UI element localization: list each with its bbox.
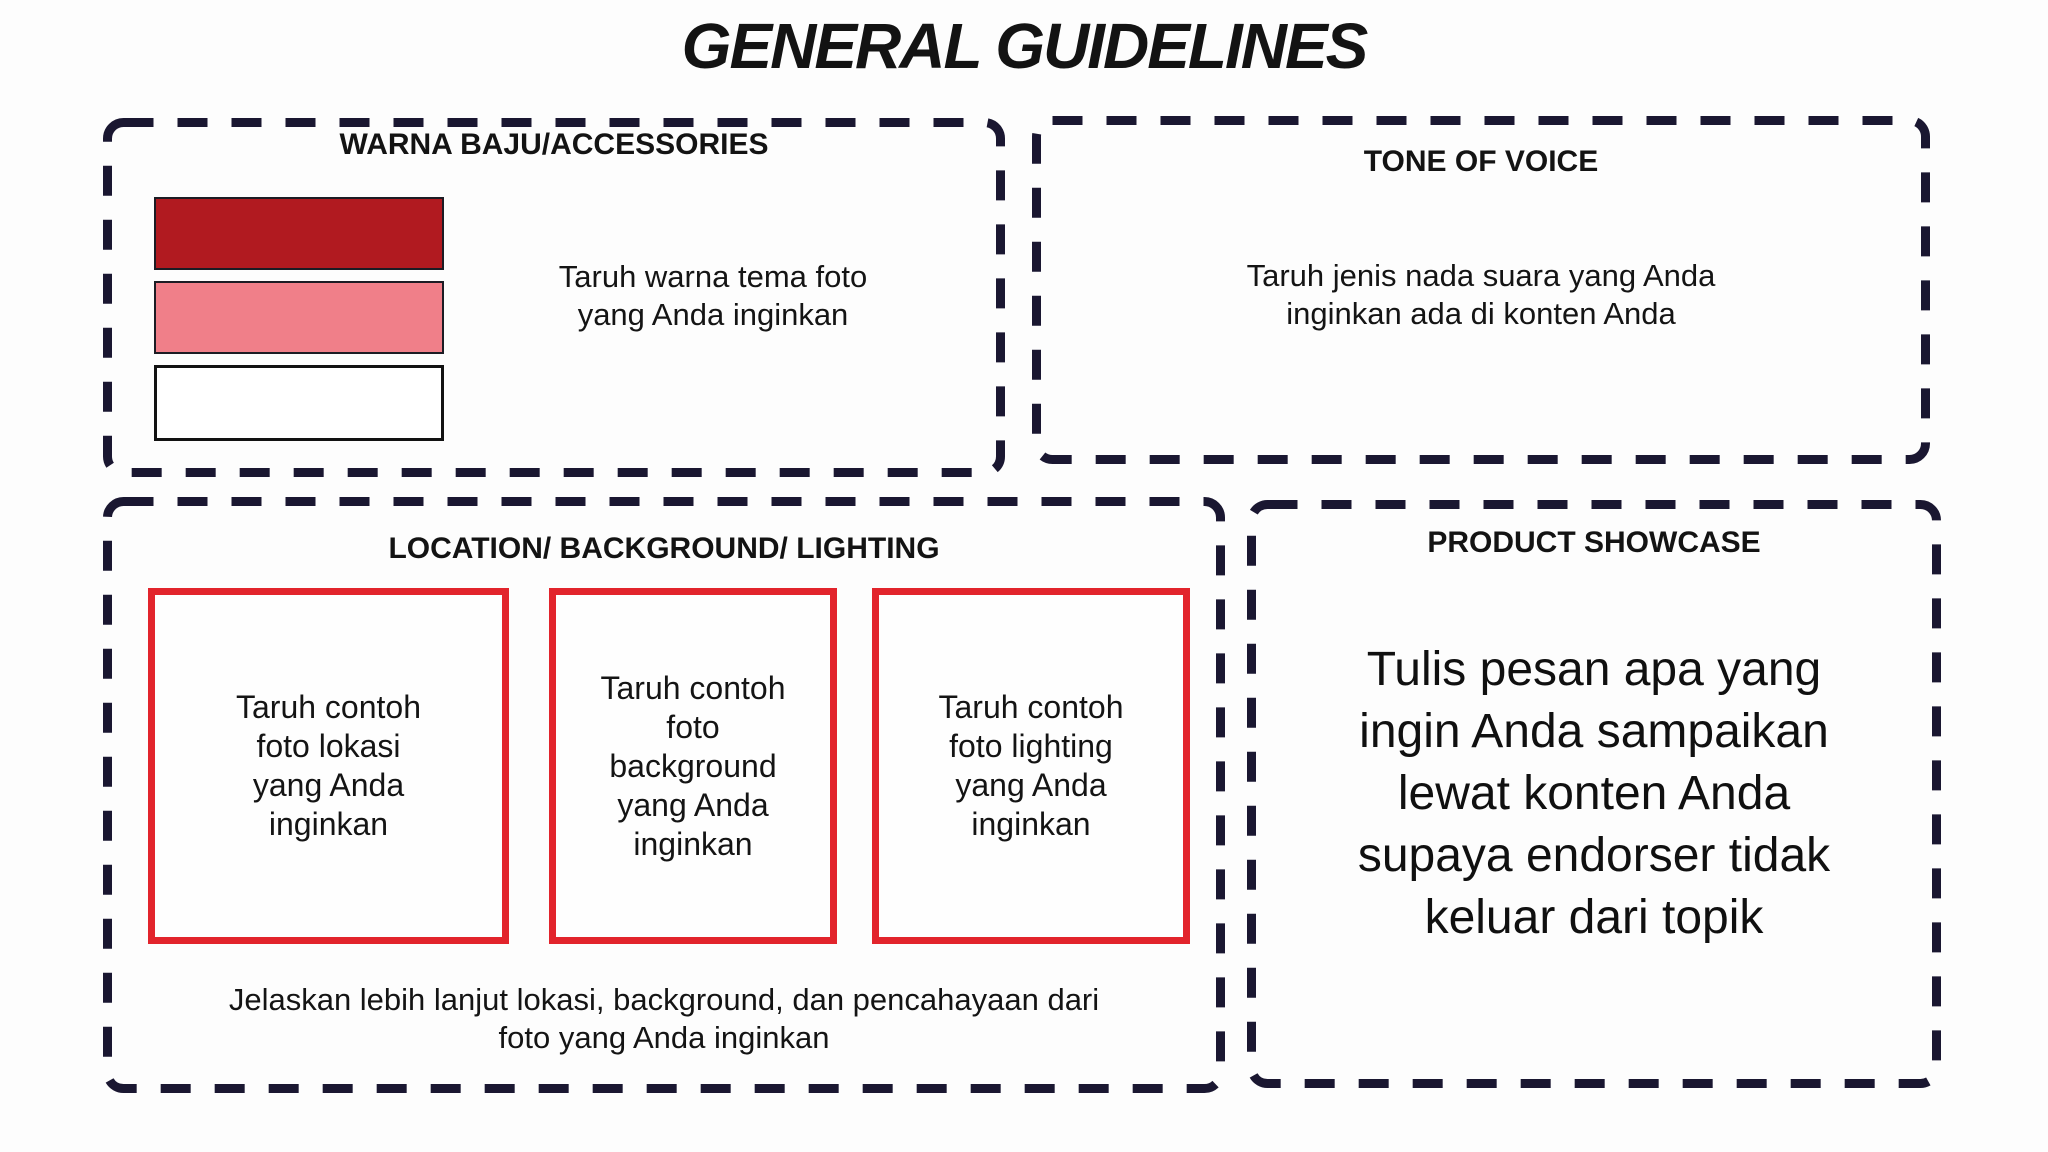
photo-placeholder-background: Taruh contoh foto background yang Anda i…: [549, 588, 837, 944]
panel-tone-title: TONE OF VOICE: [1363, 145, 1599, 178]
panel-warna-baju: WARNA BAJU/ACCESSORIES Taruh warna tema …: [103, 118, 1005, 477]
photo-placeholder-label: Taruh contoh foto lokasi yang Anda ingin…: [235, 689, 421, 842]
panel-tone-note: Taruh jenis nada suara yang Anda inginka…: [1246, 258, 1716, 331]
panel-product-note-wrapper: Tulis pesan apa yang ingin Anda sampaika…: [1247, 500, 1941, 1088]
dashed-border: [103, 118, 1005, 477]
panel-location-note: Jelaskan lebih lanjut lokasi, background…: [228, 982, 1100, 1055]
color-swatch-group: [154, 197, 444, 452]
color-swatch-pink: [154, 281, 444, 354]
dashed-border: [103, 497, 1225, 1093]
photo-placeholder-lighting: Taruh contoh foto lighting yang Anda ing…: [872, 588, 1190, 944]
photo-placeholder-lokasi: Taruh contoh foto lokasi yang Anda ingin…: [148, 588, 509, 944]
panel-product-note: Tulis pesan apa yang ingin Anda sampaika…: [1357, 643, 1831, 944]
page-title: GENERAL GUIDELINES: [681, 10, 1369, 82]
photo-placeholder-label: Taruh contoh foto background yang Anda i…: [600, 669, 786, 862]
panel-location-title: LOCATION/ BACKGROUND/ LIGHTING: [388, 532, 940, 565]
panel-product-title: PRODUCT SHOWCASE: [1427, 526, 1761, 559]
panel-location-background-lighting: LOCATION/ BACKGROUND/ LIGHTING Taruh con…: [103, 497, 1225, 1093]
dashed-border: [1247, 500, 1941, 1088]
panel-warna-note: Taruh warna tema foto yang Anda inginkan: [558, 259, 868, 332]
dashed-border: [1032, 116, 1930, 464]
photo-placeholder-label: Taruh contoh foto lighting yang Anda ing…: [938, 689, 1124, 842]
panel-product-showcase: PRODUCT SHOWCASE Tulis pesan apa yang in…: [1247, 500, 1941, 1088]
color-swatch-dark-red: [154, 197, 444, 270]
color-swatch-white: [154, 365, 444, 441]
panel-tone-of-voice: TONE OF VOICE Taruh jenis nada suara yan…: [1032, 116, 1930, 464]
panel-warna-title: WARNA BAJU/ACCESSORIES: [339, 128, 769, 161]
